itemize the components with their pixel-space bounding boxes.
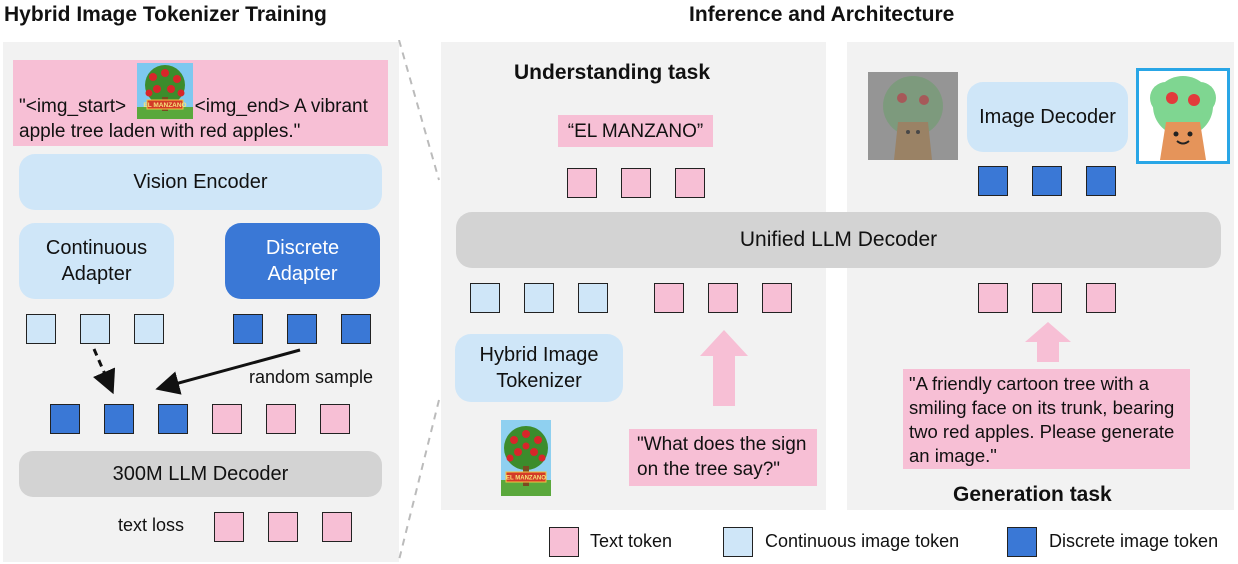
text-token <box>762 283 792 313</box>
continuous-token <box>578 283 608 313</box>
text-token <box>322 512 352 542</box>
caption-img-end: <img_end> A vibrant <box>194 96 368 117</box>
continuous-token <box>470 283 500 313</box>
left-title: Hybrid Image Tokenizer Training <box>4 3 327 26</box>
legend-discrete-token-swatch <box>1007 527 1037 557</box>
legend-discrete-token-label: Discrete image token <box>1049 531 1219 551</box>
training-caption: "<img_start> <img_end> A vibrant apple t… <box>13 60 388 146</box>
continuous-token <box>134 314 164 344</box>
continuous-adapter-box: Continuous Adapter <box>19 223 174 299</box>
discrete-token <box>1086 166 1116 196</box>
random-sample-label: random sample <box>249 367 374 387</box>
generated-tree-image <box>1136 68 1230 164</box>
continuous-token <box>524 283 554 313</box>
discrete-token <box>341 314 371 344</box>
question-up-arrow <box>700 330 748 406</box>
text-token <box>978 283 1008 313</box>
llm-decoder-box: 300M LLM Decoder <box>19 451 382 497</box>
caption-line2: apple tree laden with red apples." <box>19 121 301 142</box>
training-arrows <box>92 348 301 395</box>
discrete-adapter-box: Discrete Adapter <box>225 223 380 299</box>
text-loss-label: text loss <box>118 515 185 535</box>
random-sample-arrow <box>155 348 301 395</box>
unified-llm-decoder-box: Unified LLM Decoder <box>456 212 1221 268</box>
input-sign-text: EL MANZANO <box>506 476 546 482</box>
text-token <box>567 168 597 198</box>
prompt-up-arrow <box>1025 322 1071 362</box>
text-token <box>1032 283 1062 313</box>
continuous-token <box>26 314 56 344</box>
discrete-token <box>50 404 80 434</box>
legend-text-token-label: Text token <box>590 531 673 551</box>
legend-text-token-swatch <box>549 527 579 557</box>
text-token <box>708 283 738 313</box>
right-title: Inference and Architecture <box>689 3 955 26</box>
continuous-token <box>80 314 110 344</box>
discrete-token <box>978 166 1008 196</box>
text-token <box>320 404 350 434</box>
discrete-token <box>104 404 134 434</box>
legend-continuous-token-swatch <box>723 527 753 557</box>
discrete-token <box>158 404 188 434</box>
apple-tree-thumbnail: EL MANZANO <box>137 63 193 119</box>
question-text: "What does the sign on the tree say?" <box>629 429 817 486</box>
panel-separator <box>398 40 440 561</box>
dashed-arrow <box>92 348 116 395</box>
understanding-title: Understanding task <box>514 61 711 84</box>
vision-encoder-box: Vision Encoder <box>19 154 382 210</box>
discrete-token <box>1032 166 1062 196</box>
text-token <box>621 168 651 198</box>
image-decoder-box: Image Decoder <box>967 82 1128 152</box>
hybrid-tokenizer-box: Hybrid Image Tokenizer <box>455 334 623 402</box>
answer-text: “EL MANZANO” <box>558 115 713 147</box>
generation-title: Generation task <box>953 483 1112 506</box>
text-token <box>212 404 242 434</box>
text-token <box>654 283 684 313</box>
discrete-token <box>287 314 317 344</box>
text-token <box>268 512 298 542</box>
text-token <box>675 168 705 198</box>
generation-prompt-text: "A friendly cartoon tree with a smiling … <box>903 369 1190 469</box>
text-token <box>266 404 296 434</box>
caption-img-start: "<img_start> <box>19 96 127 117</box>
input-apple-tree-image: EL MANZANO <box>501 420 551 496</box>
noisy-tree-image <box>868 72 958 160</box>
thumbnail-sign-text: EL MANZANO <box>143 102 186 109</box>
text-token <box>214 512 244 542</box>
legend-continuous-token-label: Continuous image token <box>765 531 960 551</box>
text-token <box>1086 283 1116 313</box>
discrete-token <box>233 314 263 344</box>
